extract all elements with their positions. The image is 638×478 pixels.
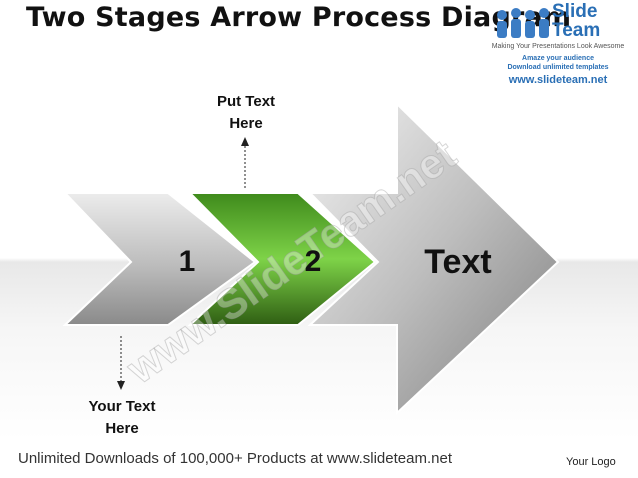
logo-promo-1: Amaze your audience <box>522 55 594 62</box>
top-note: Put Text Here <box>216 93 276 132</box>
footer-text: Unlimited Downloads of 100,000+ Products… <box>18 450 452 467</box>
people-icon <box>497 8 549 38</box>
green-chevron <box>187 192 377 326</box>
gray-chevron <box>62 192 257 326</box>
bottom-note: Your Text Here <box>88 398 156 437</box>
slideteam-logo: Slide Team Making Your Presentations Loo… <box>490 2 626 92</box>
logo-url[interactable]: www.slideteam.net <box>508 74 608 86</box>
bottom-connector-arrowhead <box>117 381 125 390</box>
stage-2-number: 2 <box>304 245 322 278</box>
logo-promo-2: Download unlimited templates <box>507 64 609 71</box>
stage-1-number: 1 <box>178 245 196 278</box>
big-arrow <box>307 101 560 416</box>
page-title: Two Stages Arrow Process Diagram <box>26 2 572 33</box>
your-logo-placeholder: Your Logo <box>566 456 616 468</box>
main-arrow-text: Text <box>424 243 492 281</box>
logo-name: Slide Team <box>552 1 601 41</box>
top-connector-arrowhead <box>241 137 249 146</box>
logo-tagline: Making Your Presentations Look Awesome <box>491 43 625 50</box>
